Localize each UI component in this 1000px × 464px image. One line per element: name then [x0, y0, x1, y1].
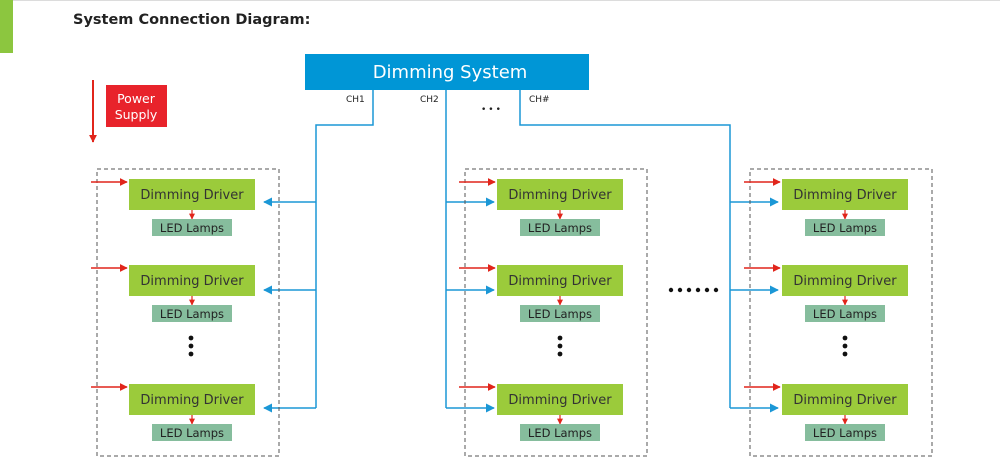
dimming-driver-box: [782, 265, 908, 296]
dimming-driver-label: Dimming Driver: [508, 393, 612, 408]
channel-ellipsis: •••: [481, 105, 503, 115]
dimming-driver-box: [129, 265, 255, 296]
led-lamps-box: [152, 424, 232, 441]
led-lamps-label: LED Lamps: [160, 426, 224, 440]
vertical-ellipsis: [842, 335, 848, 357]
led-lamps-box: [805, 424, 885, 441]
led-lamps-label: LED Lamps: [813, 426, 877, 440]
chn-bus: [519, 90, 731, 408]
vertical-ellipsis: [188, 335, 194, 357]
channel-label-ch2: CH2: [420, 95, 439, 105]
top-rule: [0, 0, 1000, 1]
dimming-driver-label: Dimming Driver: [508, 188, 612, 203]
dimming-driver-label: Dimming Driver: [140, 188, 244, 203]
dimming-driver-label: Dimming Driver: [140, 393, 244, 408]
group-border: [749, 168, 933, 457]
dimming-driver-box: [497, 384, 623, 415]
led-lamps-label: LED Lamps: [813, 221, 877, 235]
dimming-driver-label: Dimming Driver: [508, 274, 612, 289]
dimming-system-box: [305, 54, 589, 90]
led-lamps-label: LED Lamps: [528, 426, 592, 440]
led-lamps-box: [520, 424, 600, 441]
led-lamps-label: LED Lamps: [528, 221, 592, 235]
led-lamps-box: [805, 219, 885, 236]
accent-bar: [0, 0, 13, 53]
dimming-driver-box: [129, 179, 255, 210]
ch1-bus: [315, 90, 374, 408]
dimming-driver-box: [129, 384, 255, 415]
group-border: [464, 168, 648, 457]
led-lamps-box: [520, 219, 600, 236]
led-lamps-box: [152, 305, 232, 322]
dimming-driver-label: Dimming Driver: [793, 393, 897, 408]
channel-bus-wiring: [263, 90, 779, 413]
led-lamps-box: [152, 219, 232, 236]
vertical-ellipsis: [557, 335, 563, 357]
power-supply-label-line1: Power: [117, 91, 156, 106]
led-lamps-label: LED Lamps: [160, 307, 224, 321]
led-lamps-label: LED Lamps: [813, 307, 877, 321]
page-title: System Connection Diagram:: [73, 12, 311, 28]
dimming-driver-label: Dimming Driver: [140, 274, 244, 289]
led-lamps-label: LED Lamps: [160, 221, 224, 235]
channel-label-ch1: CH1: [346, 95, 365, 105]
power-supply-node: Power Supply: [89, 80, 167, 143]
led-lamps-box: [805, 305, 885, 322]
power-supply-box: [106, 85, 167, 127]
dimming-driver-box: [497, 265, 623, 296]
dimming-driver-box: [782, 179, 908, 210]
dimming-driver-box: [782, 384, 908, 415]
led-lamps-label: LED Lamps: [528, 307, 592, 321]
dimming-driver-label: Dimming Driver: [793, 188, 897, 203]
dimming-system-label: Dimming System: [373, 62, 528, 83]
group-ellipsis: [668, 287, 719, 293]
channel-label-chn: CH#: [529, 95, 550, 105]
led-lamps-box: [520, 305, 600, 322]
dimming-system-node: Dimming System: [305, 54, 589, 90]
group-border: [96, 168, 280, 457]
power-supply-label-line2: Supply: [115, 107, 158, 122]
dimming-driver-label: Dimming Driver: [793, 274, 897, 289]
dimming-driver-box: [497, 179, 623, 210]
